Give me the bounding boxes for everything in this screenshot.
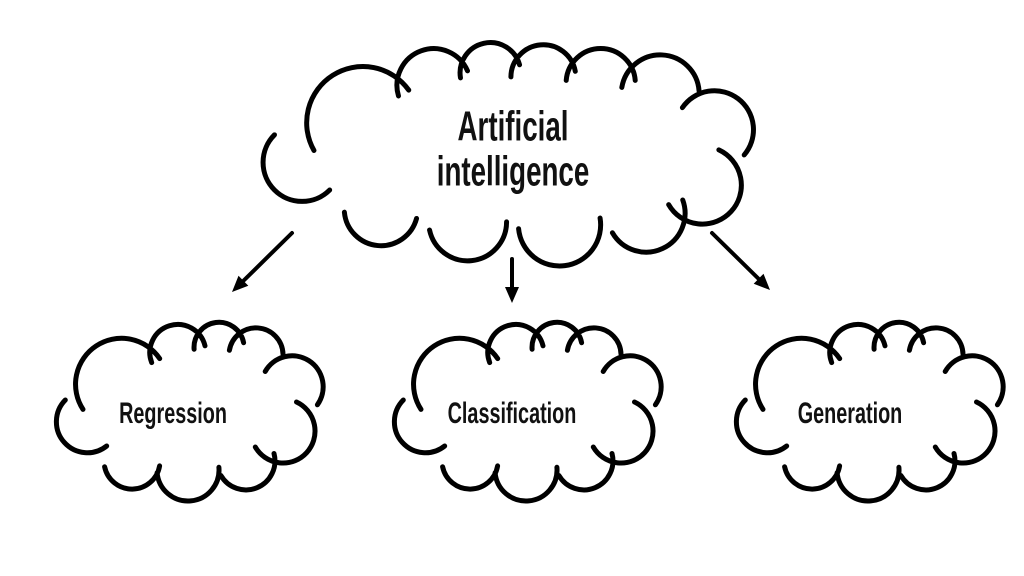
cloud-outline [260, 40, 756, 269]
arrow-to-classification-head-icon [505, 287, 519, 303]
child-cloud-classification-shape [391, 319, 664, 504]
child-label-generation: Generation [797, 397, 903, 430]
cloud-outline [733, 319, 1006, 504]
cloud-outline [391, 319, 664, 504]
root-label-line2: intelligence [436, 147, 590, 194]
child-cloud-generation-shape [733, 319, 1006, 504]
arrow-to-generation-head-icon [753, 273, 770, 290]
arrow-to-regression-head-icon [232, 275, 249, 292]
root-label-line1: Artificial [457, 102, 569, 150]
child-cloud-regression-shape [53, 319, 326, 504]
root-cloud-shape [260, 40, 756, 269]
child-label-classification: Classification [447, 397, 577, 430]
root-label: Artificial intelligence [437, 104, 590, 193]
child-label-regression: Regression [119, 397, 227, 430]
cloud-outline [53, 319, 326, 504]
